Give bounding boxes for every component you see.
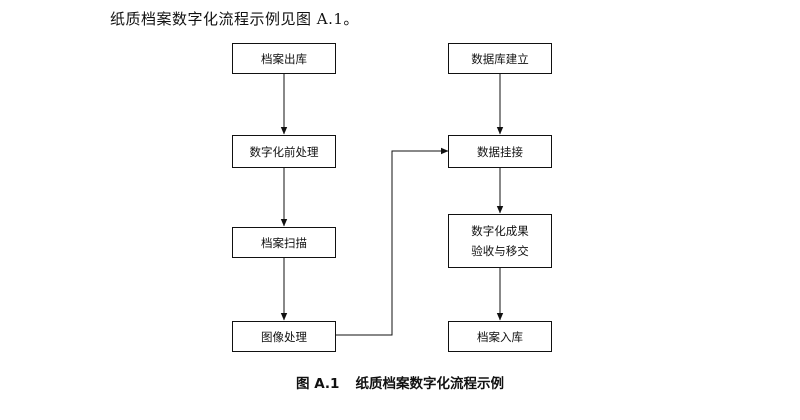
step-acceptance-and-handover: 数字化成果 验收与移交 — [448, 214, 552, 268]
step-archive-outbound-label: 档案出库 — [261, 51, 307, 66]
step-pre-digitization-processing-label: 数字化前处理 — [249, 144, 319, 159]
step-archive-warehousing-label: 档案入库 — [477, 329, 523, 344]
step-database-creation: 数据库建立 — [448, 43, 552, 74]
figure-caption: 图 A.1 纸质档案数字化流程示例 — [0, 372, 800, 392]
figure-number: 图 A.1 — [296, 376, 340, 392]
arrow-image-processing-to-data-linking — [336, 147, 449, 336]
step-archive-outbound: 档案出库 — [232, 43, 336, 74]
figure-title: 纸质档案数字化流程示例 — [355, 376, 504, 392]
step-archive-scanning: 档案扫描 — [232, 227, 336, 258]
step-image-processing: 图像处理 — [232, 321, 336, 352]
step-data-linking-label: 数据挂接 — [477, 144, 523, 159]
intro-paragraph: 纸质档案数字化流程示例见图 A.1。 — [110, 10, 359, 28]
step-data-linking: 数据挂接 — [448, 135, 552, 168]
step-acceptance-line2: 验收与移交 — [471, 244, 529, 258]
step-image-processing-label: 图像处理 — [261, 329, 307, 344]
step-archive-scanning-label: 档案扫描 — [261, 235, 307, 250]
step-database-creation-label: 数据库建立 — [471, 51, 529, 66]
step-archive-warehousing: 档案入库 — [448, 321, 552, 352]
step-acceptance-line1: 数字化成果 — [471, 224, 529, 238]
step-pre-digitization-processing: 数字化前处理 — [232, 135, 336, 168]
